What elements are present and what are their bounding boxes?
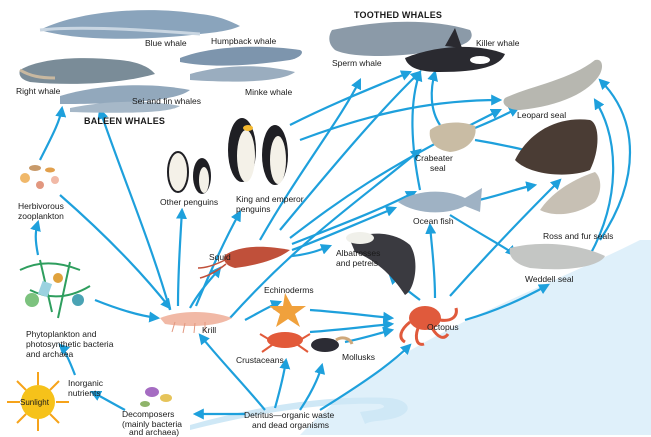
detritus-label-1: Detritus—organic waste [244, 410, 334, 420]
albatrosses-label-2: and petrels [336, 258, 378, 268]
zooplankton-illustration [20, 165, 59, 189]
decomposers-label-3: and archaea) [129, 429, 179, 435]
sunlight-label: Sunlight [20, 398, 49, 408]
mollusks-label: Mollusks [342, 352, 375, 362]
minke-whale-illustration [190, 66, 295, 81]
arrow-crabeater-to-killer [432, 72, 440, 125]
octopus-label: Octopus [427, 322, 459, 332]
arrow-krill-to-squid [190, 268, 220, 308]
ross-fur-seal-illustration [540, 172, 600, 214]
arrow-krill-to-baleen [100, 110, 170, 310]
leopard-seal-label: Leopard seal [517, 110, 566, 120]
humpback-whale-illustration [180, 47, 302, 66]
blue-whale-illustration [40, 10, 240, 39]
ocean-fish-illustration [398, 188, 482, 212]
ocean-fish-label: Ocean fish [413, 216, 454, 226]
mollusk-illustration [311, 338, 352, 352]
leopard-seal-illustration [503, 60, 602, 110]
arrow-crabeater-to-leopard [470, 108, 518, 130]
inorganic-nutrients-label-1: Inorganic [68, 378, 103, 388]
blue-whale-label: Blue whale [145, 38, 187, 48]
echinoderms-label: Echinoderms [264, 285, 314, 295]
king-emperor-penguins-label-1: King and emperor [236, 194, 304, 204]
arrow-phyto-to-krill [95, 300, 158, 318]
crab-illustration [260, 332, 310, 352]
phytoplankton-illustration [20, 260, 90, 318]
squid-label: Squid [209, 252, 231, 262]
weddell-seal-label: Weddell seal [525, 274, 574, 284]
decomposers-illustration [140, 387, 172, 407]
crabeater-seal-illustration [430, 123, 476, 152]
phytoplankton-label-3: and archaea [26, 349, 73, 359]
arrow-zoo-to-krill [60, 195, 170, 308]
arrow-krill-to-other-penguins [178, 210, 182, 306]
crabeater-seal-label-2: seal [430, 163, 446, 173]
right-whale-label: Right whale [16, 86, 60, 96]
arrow-detritus-to-krill [200, 335, 265, 410]
ross-fur-seals-label: Ross and fur seals [543, 231, 613, 241]
arrow-phyto-to-zooplankton [36, 222, 38, 255]
arrow-detritus-to-crustaceans [275, 360, 286, 408]
killer-whale-label: Killer whale [476, 38, 519, 48]
arrow-echinoderms-to-octopus [310, 310, 392, 318]
sperm-whale-label: Sperm whale [332, 58, 382, 68]
toothed-whales-heading: TOOTHED WHALES [354, 10, 442, 20]
arrow-seal-to-killer-right [600, 80, 630, 240]
humpback-whale-label: Humpback whale [211, 36, 276, 46]
king-emperor-penguins-label-2: penguins [236, 204, 271, 214]
herbivorous-zooplankton-label-2: zooplankton [18, 211, 64, 221]
arrow-crustaceans-to-octopus [310, 324, 392, 332]
right-whale-illustration [19, 58, 155, 84]
elephant-seal-illustration [515, 119, 598, 174]
inorganic-nutrients-label-2: nutrients [68, 388, 101, 398]
baleen-whales-heading: BALEEN WHALES [84, 116, 165, 126]
starfish-illustration [269, 293, 306, 327]
arrow-octopus-to-fish [430, 225, 435, 298]
arrow-zoo-to-rightwhale [40, 108, 62, 160]
arrow-mollusks-to-octopus [345, 330, 392, 342]
phytoplankton-label-2: photosynthetic bacteria [26, 339, 113, 349]
phytoplankton-label-1: Phytoplankton and [26, 329, 96, 339]
detritus-label-2: and dead organisms [252, 420, 329, 430]
minke-whale-label: Minke whale [245, 87, 292, 97]
king-emperor-penguins-illustration [228, 118, 288, 185]
arrow-krill-to-echinoderms [245, 302, 280, 320]
crustaceans-label: Crustaceans [236, 355, 284, 365]
arrow-fish-to-killer [413, 72, 421, 190]
krill-label: Krill [202, 325, 216, 335]
other-penguins-illustration [168, 152, 211, 194]
decomposers-label-1: Decomposers [122, 409, 174, 419]
herbivorous-zooplankton-label-1: Herbivorous [18, 201, 64, 211]
sei-fin-whales-label: Sei and fin whales [132, 96, 201, 106]
crabeater-seal-label-1: Crabeater [415, 153, 453, 163]
arrow-penguins-to-killer [290, 72, 410, 125]
krill-illustration [160, 312, 232, 333]
other-penguins-label: Other penguins [160, 197, 218, 207]
albatrosses-label-1: Albatrosses [336, 248, 380, 258]
